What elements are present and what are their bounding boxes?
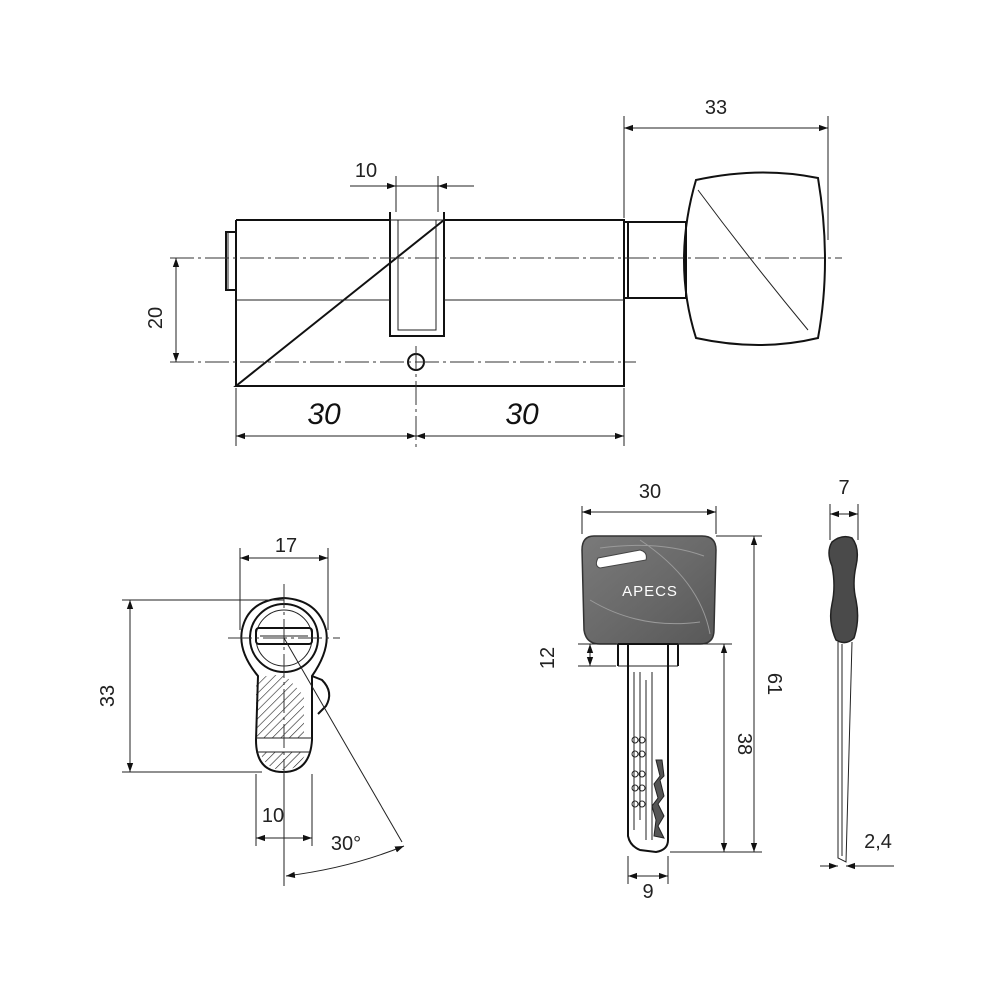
key-dimples (631, 736, 646, 808)
dim-center-height: 20 (145, 307, 167, 329)
dim-blade-thickness: 2,4 (864, 831, 892, 853)
dim-cam-width: 10 (355, 160, 377, 182)
cam-slot (389, 212, 445, 337)
key-front-view: APECS 30 (537, 481, 785, 903)
dim-head-width: 30 (639, 481, 661, 503)
key-head-hole (595, 549, 647, 569)
dim-total-length: 61 (763, 673, 785, 695)
dim-angle: 30° (331, 833, 361, 855)
key-side-blade (837, 641, 853, 863)
cylinder-body (233, 219, 625, 387)
profile-section-hatch (256, 675, 304, 738)
left-end-cap (225, 231, 237, 291)
profile-cam (311, 675, 331, 715)
cylinder-profile-view: 30° 17 33 10 (97, 535, 405, 886)
dim-blade-width: 9 (642, 881, 653, 903)
dim-left-length: 30 (307, 398, 341, 431)
cylinder-front-view: 33 10 20 30 30 (145, 97, 842, 448)
dim-right-length: 30 (505, 398, 539, 431)
dim-shoulder: 12 (537, 647, 559, 669)
key-side-cuts (651, 759, 665, 839)
profile-outline (240, 596, 328, 774)
dim-head-thickness: 7 (838, 477, 849, 499)
dim-blade-length: 38 (733, 733, 755, 755)
key-blade (627, 644, 669, 854)
dim-profile-width: 17 (275, 535, 297, 557)
dim-knob-length: 33 (705, 97, 727, 119)
dim-profile-height: 33 (97, 685, 119, 707)
key-side-head (828, 535, 859, 644)
key-brand: APECS (622, 583, 678, 600)
dim-profile-bottom: 10 (262, 805, 284, 827)
key-side-view: 7 2,4 (820, 477, 894, 870)
thumbturn-knob (683, 171, 826, 346)
